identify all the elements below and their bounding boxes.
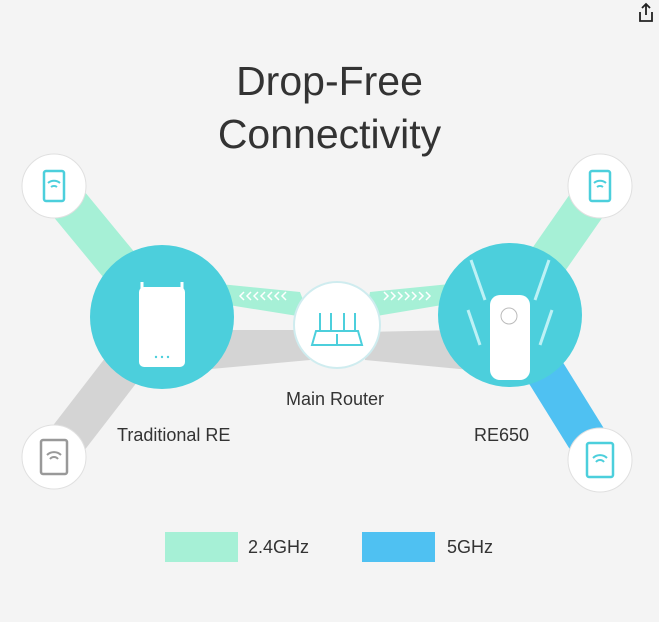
chevron-icon [266, 291, 273, 301]
chevron-icon [252, 291, 259, 301]
legend-swatch-5ghz [362, 532, 435, 562]
router-circle [293, 281, 381, 369]
phone-top-right [567, 153, 633, 219]
router-icon [310, 313, 364, 346]
chevron-icon [259, 291, 266, 301]
re650-device [466, 259, 554, 380]
title-line-1: Drop-Free [236, 58, 423, 104]
title-line-2: Connectivity [217, 111, 442, 157]
chevron-icon [390, 291, 397, 301]
chevron-icon [411, 291, 418, 301]
tablet-bottom-left [21, 424, 87, 490]
share-icon[interactable] [636, 2, 656, 24]
legend-swatch-24ghz [165, 532, 238, 562]
chevron-icon [238, 291, 245, 301]
chevrons-right [383, 291, 432, 301]
traditional-re-leds [154, 355, 170, 359]
legend-label-5ghz: 5GHz [447, 537, 494, 557]
chevrons-left [238, 291, 287, 301]
re650-label: RE650 [474, 425, 530, 445]
chevron-icon [404, 291, 411, 301]
phone-top-left [21, 153, 87, 219]
chevron-icon [418, 291, 425, 301]
chevron-icon [425, 291, 432, 301]
chevron-icon [273, 291, 280, 301]
chevron-icon [397, 291, 404, 301]
chevron-icon [280, 291, 287, 301]
chevron-icon [383, 291, 390, 301]
tablet-bottom-right [567, 427, 633, 493]
legend-label-24ghz: 2.4GHz [248, 537, 310, 557]
traditional-re-label: Traditional RE [117, 425, 231, 445]
traditional-re-device [139, 287, 185, 367]
main-router-label: Main Router [286, 389, 385, 409]
chevron-icon [245, 291, 252, 301]
